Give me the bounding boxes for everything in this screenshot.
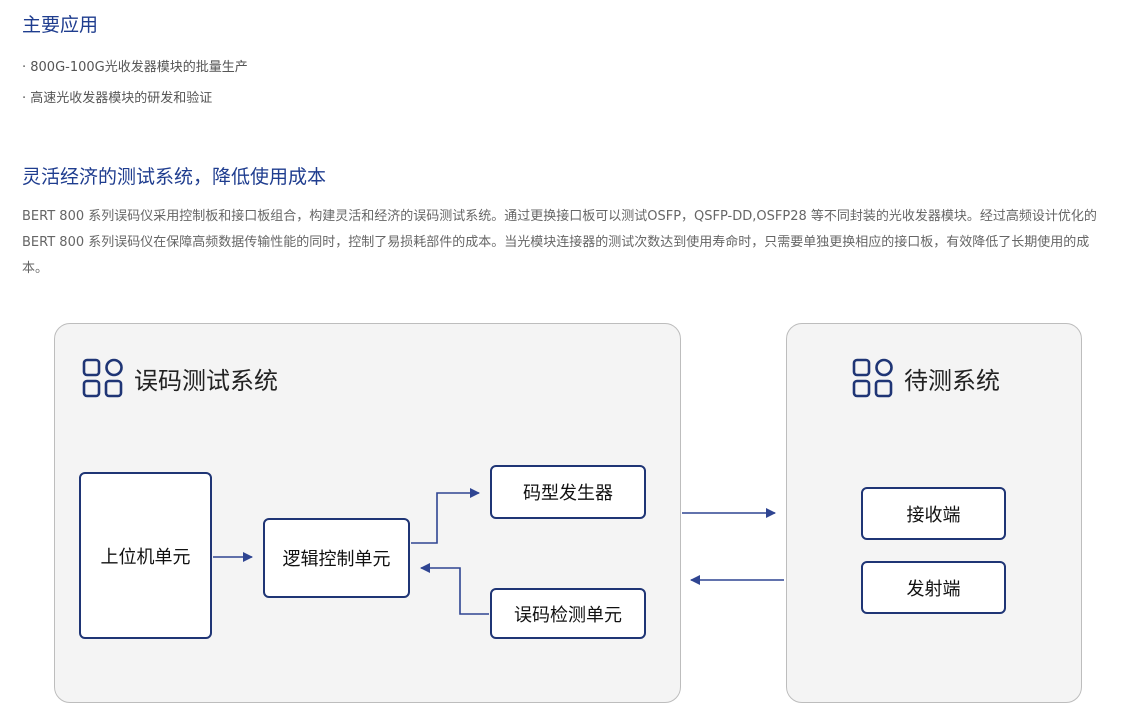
- receiver-box: 接收端: [861, 487, 1006, 540]
- transmitter-box: 发射端: [861, 561, 1006, 614]
- section-title-economy: 灵活经济的测试系统，降低使用成本: [22, 166, 327, 188]
- apps-grid-icon: [82, 358, 123, 398]
- list-item: · 800G-100G光收发器模块的批量生产: [22, 60, 248, 75]
- dut-system-title-text: 待测系统: [904, 366, 1000, 395]
- apps-grid-icon: [852, 358, 893, 398]
- pattern-generator-box: 码型发生器: [490, 465, 646, 519]
- bert-system-title: 误码测试系统: [82, 358, 278, 398]
- bert-system-title-text: 误码测试系统: [134, 366, 278, 395]
- list-item: · 高速光收发器模块的研发和验证: [22, 91, 213, 106]
- section-title-main-apps: 主要应用: [22, 14, 99, 36]
- pc-unit-box: 上位机单元: [79, 472, 212, 639]
- economy-paragraph: BERT 800 系列误码仪采用控制板和接口板组合，构建灵活和经济的误码测试系统…: [22, 209, 1097, 276]
- logic-control-unit-box: 逻辑控制单元: [263, 518, 410, 598]
- dut-system-title: 待测系统: [852, 358, 1000, 398]
- error-detector-box: 误码检测单元: [490, 588, 646, 639]
